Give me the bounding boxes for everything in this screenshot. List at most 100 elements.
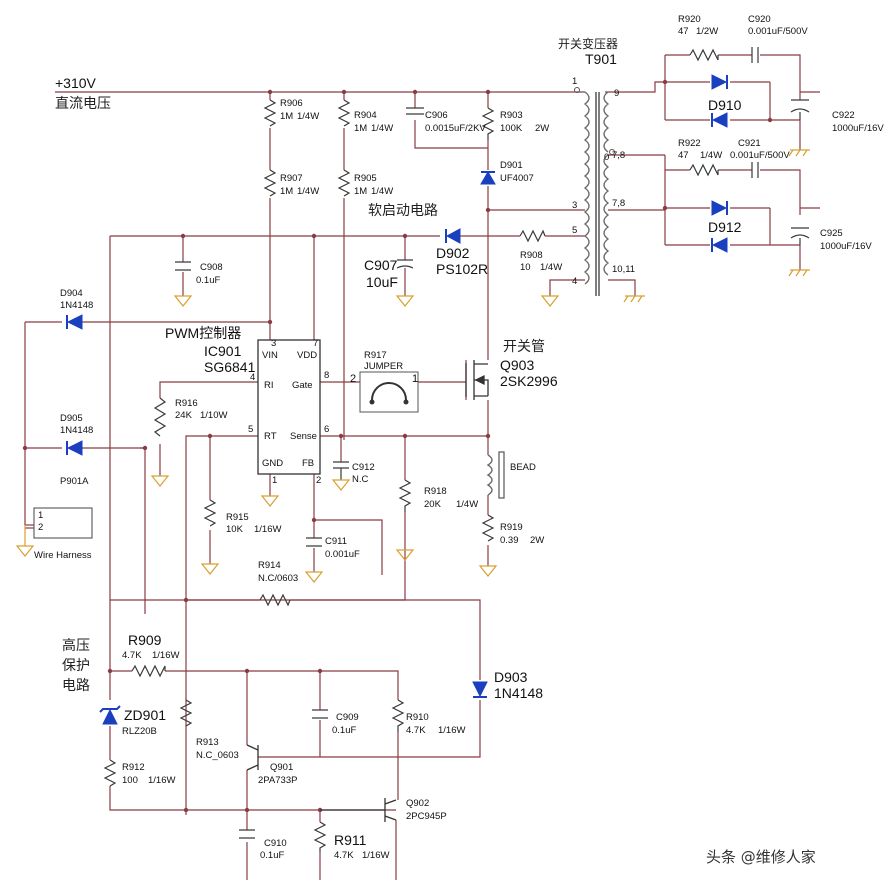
label-components-c920-0: C920 bbox=[748, 14, 771, 25]
t901-pin-9: 9 bbox=[614, 88, 619, 99]
c910-symbol bbox=[239, 829, 255, 839]
ground-symbols bbox=[15, 149, 810, 583]
label-components-r918-0: R918 bbox=[424, 486, 447, 497]
label-pwm-pin_numbers-3: 8 bbox=[324, 370, 329, 381]
label-components-c911-0: C911 bbox=[325, 536, 347, 547]
label-components-p901a-3: Wire Harness bbox=[34, 550, 92, 561]
label-components-c921-0: C921 bbox=[738, 138, 761, 149]
r904-symbol bbox=[337, 99, 351, 127]
label-components-r906-0: R906 bbox=[280, 98, 303, 109]
label-components-r916-1: 24K bbox=[175, 410, 193, 421]
c922-symbol bbox=[790, 99, 810, 120]
label-pwm-pins-gnd: GND bbox=[262, 458, 283, 469]
label-components-q903-1: 2SK2996 bbox=[500, 373, 558, 389]
r918-symbol bbox=[398, 479, 412, 512]
wires bbox=[24, 54, 820, 880]
c912-symbol bbox=[333, 461, 349, 480]
label-components-q901-1: 2PA733P bbox=[258, 775, 297, 786]
label-pwm-pin_numbers-6: 1 bbox=[272, 475, 277, 486]
q901-symbol bbox=[246, 744, 259, 771]
label-components-d904-0: D904 bbox=[60, 288, 83, 299]
d910-symbol bbox=[711, 74, 728, 128]
label-pwm-pin_numbers-5: 6 bbox=[324, 424, 329, 435]
transformer-symbol bbox=[574, 87, 615, 296]
label-components-r922-1: 47 bbox=[678, 150, 689, 161]
watermark: 头条 @维修人家 bbox=[706, 848, 816, 866]
label-components-r918-2: 1/4W bbox=[456, 499, 478, 510]
label-pwm-pin_numbers-1: 7 bbox=[313, 338, 318, 349]
label-components-d904-1: 1N4148 bbox=[60, 300, 93, 311]
svg-text:1: 1 bbox=[412, 373, 418, 385]
label-components-c910-0: C910 bbox=[264, 838, 287, 849]
label-components-zd901-0: ZD901 bbox=[124, 707, 166, 723]
label-components-c906-0: C906 bbox=[425, 110, 448, 121]
label-components-r919-1: 0.39 bbox=[500, 535, 519, 546]
t901-pin-1: 1 bbox=[572, 76, 577, 87]
label-components-r919-2: 2W bbox=[530, 535, 544, 546]
d912-symbol bbox=[711, 200, 728, 253]
r906-symbol bbox=[263, 99, 277, 127]
resistors bbox=[103, 48, 719, 852]
label-components-r909-0: R909 bbox=[128, 632, 162, 648]
label-pwm-pins-vin: VIN bbox=[262, 350, 278, 361]
t901-pin-5: 5 bbox=[572, 225, 577, 236]
label-components-r922-2: 1/4W bbox=[700, 150, 722, 161]
r911-symbol bbox=[313, 821, 327, 852]
c909-symbol bbox=[312, 709, 328, 719]
c911-symbol bbox=[306, 537, 322, 547]
label-components-q901-0: Q901 bbox=[270, 762, 293, 773]
capacitors bbox=[175, 47, 810, 839]
label-pwm-pins-ri: RI bbox=[264, 380, 274, 391]
label-components-p901a-1: 1 bbox=[38, 510, 43, 521]
c907-symbol bbox=[396, 259, 414, 269]
p901a-connector bbox=[33, 507, 93, 539]
d901-symbol bbox=[480, 171, 496, 185]
bead-symbol bbox=[486, 454, 493, 496]
label-components-r909-2: 1/16W bbox=[152, 650, 179, 661]
label-pwm-pins-rt: RT bbox=[264, 431, 277, 442]
transformer-title: 开关变压器 bbox=[558, 36, 618, 51]
r917-jumper-symbol bbox=[359, 371, 419, 413]
diodes bbox=[66, 74, 728, 725]
transformer-ref: T901 bbox=[585, 51, 617, 67]
label-components-c906-1: 0.0015uF/2KV bbox=[425, 123, 486, 134]
junctions bbox=[22, 79, 773, 813]
label-components-c925-0: C925 bbox=[820, 228, 843, 239]
label-components-r903-2: 2W bbox=[535, 123, 549, 134]
label-components-zd901-1: RLZ20B bbox=[122, 726, 157, 737]
label-pwm-pin_numbers-7: 2 bbox=[316, 475, 321, 486]
label-components-r906-1: 1M bbox=[280, 111, 293, 122]
d902-symbol bbox=[445, 228, 461, 244]
label-components-c925-1: 1000uF/16V bbox=[820, 241, 872, 252]
label-components-q902-1: 2PC945P bbox=[406, 811, 447, 822]
d904-symbol bbox=[66, 314, 83, 330]
label-components-r904-2: 1/4W bbox=[371, 123, 393, 134]
label-components-p901a-0: P901A bbox=[60, 476, 89, 487]
label-components-r916-0: R916 bbox=[175, 398, 198, 409]
r908-symbol bbox=[519, 229, 546, 243]
q903-symbol bbox=[465, 360, 489, 400]
label-components-r908-0: R908 bbox=[520, 250, 543, 261]
label-components-c922-1: 1000uF/16V bbox=[832, 123, 884, 134]
pwm-ic-body bbox=[257, 339, 321, 475]
c906-symbol bbox=[406, 107, 424, 115]
label-components-r904-0: R904 bbox=[354, 110, 377, 121]
label-components-r916-2: 1/10W bbox=[200, 410, 227, 421]
label-components-r905-1: 1M bbox=[354, 186, 367, 197]
label-components-r907-0: R907 bbox=[280, 173, 303, 184]
label-pwm-pin_numbers-4: 5 bbox=[248, 424, 253, 435]
c920-symbol bbox=[751, 47, 759, 63]
label-pwm-pin_numbers-2: 4 bbox=[250, 372, 255, 383]
label-components-d912: D912 bbox=[708, 219, 742, 235]
bead-core bbox=[498, 451, 505, 499]
label-components-d903-0: D903 bbox=[494, 669, 528, 685]
label-components-c912-0: C912 bbox=[352, 462, 375, 473]
label-components-c912-1: N.C bbox=[352, 474, 369, 485]
r915-symbol bbox=[203, 499, 217, 527]
label-components-r912-2: 1/16W bbox=[148, 775, 175, 786]
label-components-c911-1: 0.001uF bbox=[325, 549, 360, 560]
label-components-c907-0: C907 bbox=[364, 257, 398, 273]
r903-symbol bbox=[481, 107, 495, 140]
label-components-d902-1: PS102R bbox=[436, 261, 488, 277]
